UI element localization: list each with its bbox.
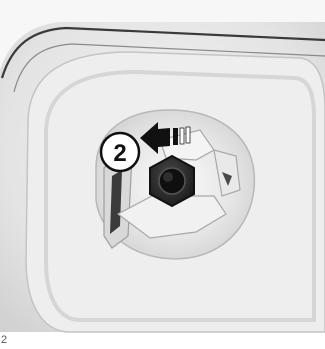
- nut-bore: [159, 168, 185, 194]
- step-number: 2: [113, 140, 126, 167]
- corner-figure-mark: 2: [1, 333, 7, 347]
- nut-highlight: [163, 172, 173, 182]
